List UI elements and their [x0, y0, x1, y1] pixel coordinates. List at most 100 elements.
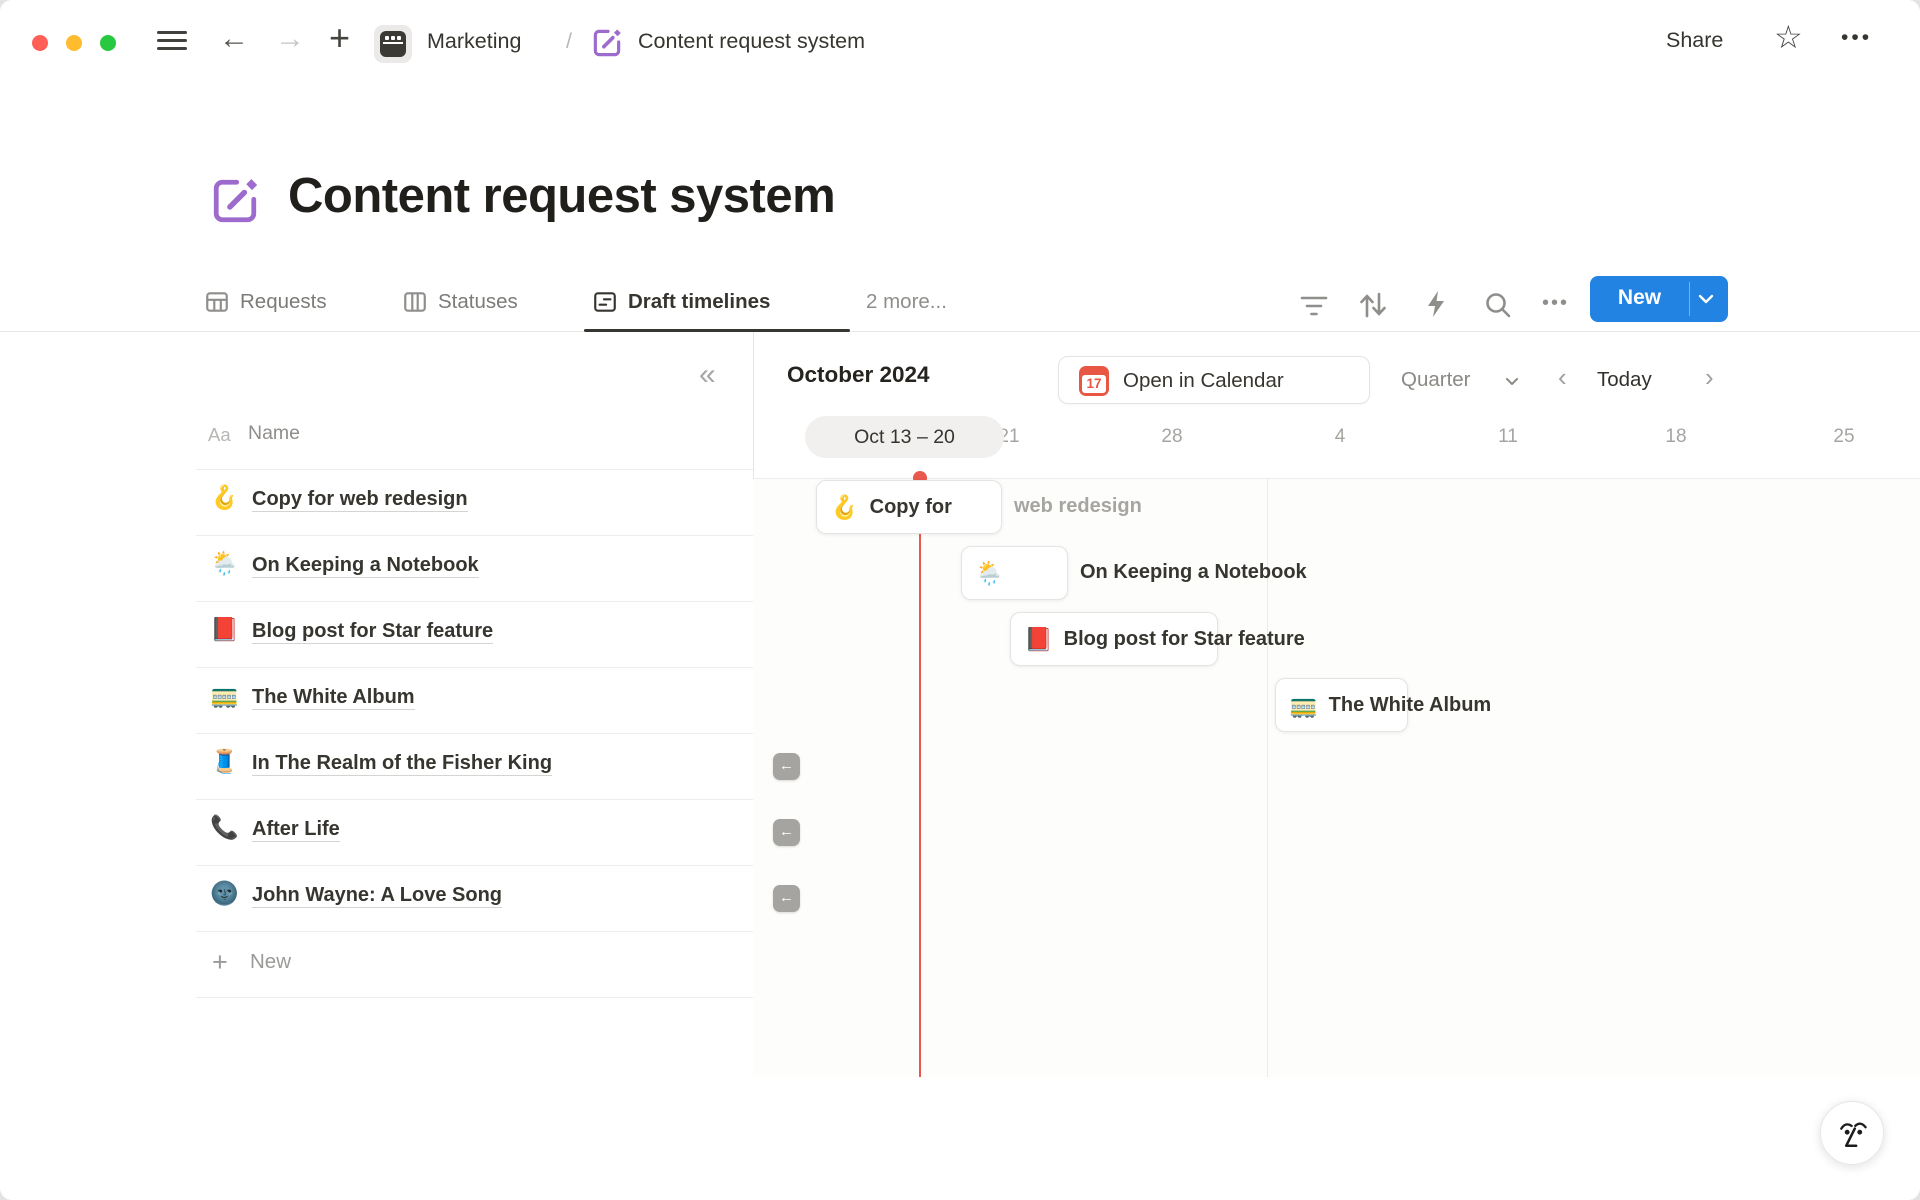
name-column-type-icon: Aa	[208, 424, 231, 445]
row-title[interactable]: In The Realm of the Fisher King	[252, 752, 553, 776]
dates-border	[753, 478, 1920, 479]
bar-emoji-icon: 🌦️	[975, 560, 1004, 587]
tab-more[interactable]: 2 more...	[866, 290, 947, 313]
back-icon[interactable]: ←	[219, 22, 249, 55]
table-row[interactable]: 🪝 Copy for web redesign	[196, 469, 753, 535]
ai-face-icon	[1840, 1122, 1867, 1147]
row-emoji-icon: 📞	[210, 815, 239, 841]
bar-overflow-label: On Keeping a Notebook	[1080, 561, 1307, 583]
bar-label: The White Album	[1328, 693, 1492, 716]
row-title[interactable]: After Life	[252, 818, 340, 842]
new-tab-icon[interactable]: +	[329, 17, 351, 58]
tab-statuses[interactable]: Statuses	[402, 272, 518, 332]
bar-label: Copy for	[869, 495, 952, 518]
calendar-icon-day: 17	[1082, 375, 1106, 393]
timeline-month-label[interactable]: October 2024	[787, 362, 930, 387]
page-icon[interactable]	[206, 172, 264, 230]
bar-emoji-icon: 📕	[1024, 626, 1053, 653]
row-separator	[196, 733, 753, 734]
row-title[interactable]: On Keeping a Notebook	[252, 554, 479, 578]
sort-icon[interactable]	[1358, 291, 1388, 319]
row-emoji-icon: 🌚	[210, 881, 239, 907]
timeline-bar-blog-post-for-star-feature[interactable]: 📕 Blog post for Star feature	[1010, 612, 1305, 666]
bar-label: Blog post for Star feature	[1063, 627, 1305, 650]
tab-label: Draft timelines	[628, 290, 771, 313]
name-column-header[interactable]: Name	[248, 422, 301, 444]
page-compose-icon	[589, 25, 625, 61]
timeline-zoom-dropdown[interactable]: Quarter	[1401, 368, 1518, 392]
table-row[interactable]: 🚃 The White Album	[196, 667, 753, 733]
tab-requests[interactable]: Requests	[204, 272, 327, 332]
row-separator	[196, 601, 753, 602]
view-options-icon[interactable]: •••	[1542, 292, 1570, 314]
new-row-button[interactable]: + New	[196, 931, 753, 997]
scroll-left-to-bar-button[interactable]: ←	[773, 753, 800, 780]
filter-icon[interactable]	[1300, 296, 1328, 316]
timeline-canvas	[753, 479, 1920, 1077]
table-icon	[206, 292, 228, 312]
row-separator	[196, 667, 753, 668]
chevron-down-icon[interactable]	[1698, 294, 1714, 304]
timeline-icon	[594, 292, 616, 312]
scroll-left-to-bar-button[interactable]: ←	[773, 885, 800, 912]
timeline-bar-the-white-album[interactable]: 🚃 The White Album	[1275, 678, 1491, 732]
table-row[interactable]: 🧵 In The Realm of the Fisher King	[196, 733, 753, 799]
favorite-star-icon[interactable]: ☆	[1774, 19, 1803, 55]
new-button-label: New	[1617, 286, 1662, 309]
automations-lightning-icon[interactable]	[1424, 289, 1448, 319]
table-row[interactable]: 🌦️ On Keeping a Notebook	[196, 535, 753, 601]
bar-overflow-label: web redesign	[1014, 495, 1142, 517]
row-separator	[196, 469, 753, 470]
notion-ai-button[interactable]	[1820, 1101, 1884, 1165]
table-row[interactable]: 🌚 John Wayne: A Love Song	[196, 865, 753, 931]
row-title[interactable]: Copy for web redesign	[252, 488, 468, 512]
chevron-down-icon	[1506, 378, 1518, 385]
visible-range-pill[interactable]: Oct 13 – 20	[805, 416, 1004, 458]
tab-draft-timelines[interactable]: Draft timelines	[592, 272, 770, 332]
row-emoji-icon: 🌦️	[210, 551, 239, 577]
calendar-icon: 17	[1079, 366, 1109, 396]
minimize-window-button[interactable]	[66, 35, 82, 51]
breadcrumb-page[interactable]: Content request system	[638, 29, 866, 53]
row-title[interactable]: Blog post for Star feature	[252, 620, 494, 644]
week-label: 25	[1833, 426, 1855, 447]
table-row[interactable]: 📞 After Life	[196, 799, 753, 865]
next-period-icon[interactable]: ›	[1705, 362, 1714, 392]
close-window-button[interactable]	[32, 35, 48, 51]
new-button[interactable]: New	[1590, 276, 1728, 322]
plus-icon: +	[212, 947, 228, 977]
more-options-icon[interactable]: •••	[1841, 26, 1873, 49]
row-separator	[196, 931, 753, 932]
forward-icon[interactable]: →	[275, 22, 305, 55]
previous-period-icon[interactable]: ‹	[1558, 362, 1567, 392]
workspace-icon[interactable]	[374, 25, 412, 63]
row-title[interactable]: John Wayne: A Love Song	[252, 884, 503, 908]
week-label: 18	[1665, 426, 1687, 447]
board-icon	[404, 292, 426, 312]
zoom-window-button[interactable]	[100, 35, 116, 51]
search-icon[interactable]	[1484, 291, 1512, 319]
today-line	[919, 478, 921, 1077]
share-button[interactable]: Share	[1666, 28, 1724, 52]
sidebar-menu-icon[interactable]	[157, 31, 187, 51]
open-in-calendar-button[interactable]: 17 Open in Calendar	[1058, 356, 1370, 404]
timeline-bar-copy-for-web-redesign[interactable]: 🪝 Copy for	[816, 480, 1002, 534]
breadcrumb-workspace[interactable]: Marketing	[427, 29, 522, 53]
timeline-bar-on-keeping-a-notebook[interactable]: 🌦️	[961, 546, 1068, 600]
bar-emoji-icon: 🚃	[1289, 692, 1318, 719]
active-tab-underline	[584, 329, 850, 332]
today-button[interactable]: Today	[1597, 368, 1652, 391]
table-pane: « Aa Name 🪝 Copy for web redesign 🌦️ On …	[196, 332, 753, 1077]
row-title[interactable]: The White Album	[252, 686, 415, 710]
row-separator	[196, 535, 753, 536]
table-row[interactable]: 📕 Blog post for Star feature	[196, 601, 753, 667]
week-label: 21	[998, 426, 1020, 447]
week-label: 28	[1161, 426, 1183, 447]
row-separator	[196, 997, 753, 998]
row-emoji-icon: 🧵	[210, 749, 239, 775]
collapse-panel-icon[interactable]: «	[699, 358, 716, 391]
row-emoji-icon: 📕	[210, 617, 239, 643]
row-separator	[196, 865, 753, 866]
scroll-left-to-bar-button[interactable]: ←	[773, 819, 800, 846]
